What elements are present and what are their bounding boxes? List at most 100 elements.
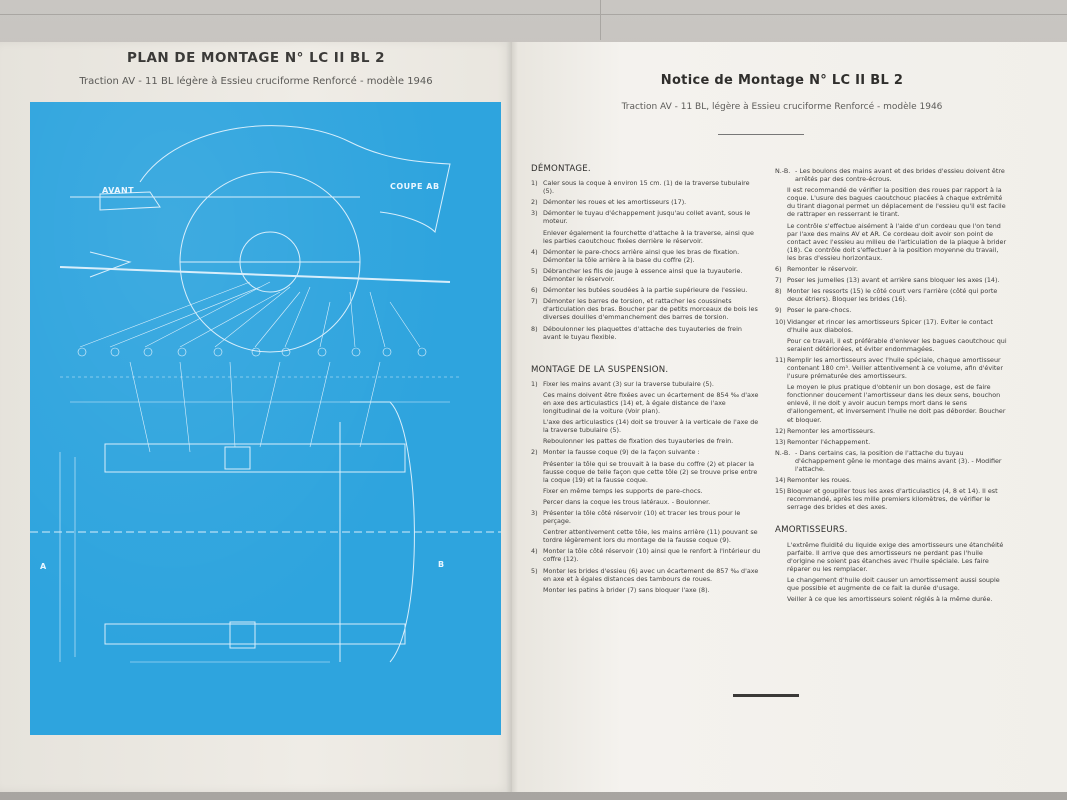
item-text: Démonter les barres de torsion, et ratta… <box>543 297 758 322</box>
item-text: Fixer les mains avant (3) sur la travers… <box>543 379 714 388</box>
label-avant: AVANT <box>102 186 135 195</box>
item-number <box>775 186 787 218</box>
title-rule <box>718 134 804 135</box>
item-number <box>531 498 543 506</box>
label-a: A <box>40 562 47 571</box>
item-number: 7) <box>775 276 782 285</box>
arm-left <box>89 251 132 278</box>
list-item: 13)Remonter l'échappement. <box>775 438 1007 446</box>
plan-title: PLAN DE MONTAGE N° LC II BL 2 <box>126 50 386 66</box>
list-item: 1) Fixer les mains avant (3) sur la trave… <box>531 380 761 388</box>
item-number: 7) <box>531 297 538 306</box>
item-number: N.-B. <box>775 448 791 457</box>
item-text: Remonter l'échappement. <box>787 437 871 446</box>
list-item: Le contrôle s'effectue aisément à l'aide… <box>775 222 1007 262</box>
item-text: - Les boulons des mains avant et des bri… <box>795 167 1005 184</box>
item-text: Fixer en même temps les supports de pare… <box>543 486 703 495</box>
list-item: 10)Vidanger et rincer les amortisseurs S… <box>775 318 1007 334</box>
list-item: 14)Remonter les roues. <box>775 476 1007 484</box>
item-number: 2) <box>531 198 538 207</box>
front-traverse-rect <box>104 443 406 473</box>
item-text: Le changement d'huile doit causer un amo… <box>787 575 1000 593</box>
list-item: Pour ce travail, il est préférable d'enl… <box>775 337 1007 353</box>
item-number: 1) <box>531 179 538 188</box>
list-item: 4)Démonter le pare-chocs arrière ainsi q… <box>531 248 761 264</box>
section-heading-amortisseurs: AMORTISSEURS. <box>775 525 848 536</box>
item-text: Remonter les roues. <box>787 476 852 485</box>
list-item: 15)Bloquer et goupiller tous les axes d'… <box>775 487 1007 511</box>
item-text: Monter les patins à brider (7) sans bloq… <box>543 585 710 594</box>
item-text: Caler sous la coque à environ 15 cm. (1)… <box>543 179 750 196</box>
item-number: 3) <box>531 509 538 517</box>
item-text: Présenter la tôle côté réservoir (10) et… <box>543 509 741 526</box>
rear-bracket <box>229 621 256 649</box>
item-text: Vidanger et rincer les amortisseurs Spic… <box>787 317 993 334</box>
list-item: 9)Poser le pare-chocs. <box>775 306 1007 314</box>
item-text: Monter la tôle côté réservoir (10) ainsi… <box>543 547 761 564</box>
item-number: 10) <box>775 317 786 326</box>
item-text: Le moyen le plus pratique d'obtenir un b… <box>787 383 1006 424</box>
item-number <box>775 595 787 603</box>
item-text: Monter la fausse coque (9) de la façon s… <box>543 448 700 457</box>
item-number: 5) <box>531 566 538 575</box>
item-number: 6) <box>531 286 538 295</box>
item-number: 12) <box>775 426 786 435</box>
section-heading-demontage: DÉMONTAGE. <box>531 164 591 174</box>
item-number: 8) <box>775 287 782 296</box>
list-item: Monter les patins à brider (7) sans bloq… <box>531 586 761 594</box>
item-number <box>531 418 543 434</box>
item-number: N.-B. <box>775 167 791 175</box>
suspension-bar <box>59 266 451 283</box>
list-item: 7)Poser les jumelles (13) avant et arriè… <box>775 276 1007 284</box>
item-text: Bloquer et goupiller tous les axes d'art… <box>787 487 998 512</box>
item-text: Démonter les butées soudées à la partie … <box>543 286 748 295</box>
item-number <box>531 437 543 445</box>
item-number <box>775 576 787 592</box>
list-item: N.-B. - Dans certains cas, la position de… <box>775 449 1007 473</box>
list-item: Enlever également la fourchette d'attach… <box>531 229 761 245</box>
list-item: Fixer en même temps les supports de pare… <box>531 487 761 495</box>
notice-subtitle: Traction AV - 11 BL, légère à Essieu cru… <box>621 102 943 112</box>
label-b: B <box>438 560 445 569</box>
list-item: 6) Démonter les butées soudées à la parti… <box>531 286 761 294</box>
item-number: 15) <box>775 487 786 496</box>
label-coupe-ab: COUPE AB <box>390 182 440 191</box>
item-number <box>775 541 787 573</box>
list-item: N.-B. - Les boulons des mains avant et de… <box>775 167 1007 183</box>
wall-joint-vertical <box>600 0 601 40</box>
list-item: Reboulonner les pattes de fixation des t… <box>531 437 761 445</box>
front-bracket <box>224 446 251 470</box>
item-text: Centrer attentivement cette tôle, les ma… <box>543 528 758 545</box>
right-page <box>512 42 1067 792</box>
list-item: 2) Démonter les roues et les amortisseurs… <box>531 198 761 206</box>
item-number: 2) <box>531 448 538 457</box>
item-text: Reboulonner les pattes de fixation des t… <box>543 437 734 446</box>
item-number <box>531 391 543 415</box>
blueprint-drawing: AVANT COUPE AB A B <box>30 102 501 735</box>
list-item: 8)Monter les ressorts (15) le côté court… <box>775 287 1007 303</box>
item-number: 1) <box>531 379 538 388</box>
item-text: Remplir les amortisseurs avec l'huile sp… <box>787 355 1003 381</box>
list-item: Il est recommandé de vérifier la positio… <box>775 186 1007 218</box>
item-text: - Dans certains cas, la position de l'at… <box>795 448 1002 473</box>
item-text: Démonter les roues et les amortisseurs (… <box>543 198 687 207</box>
section-heading-suspension: MONTAGE DE LA SUSPENSION. <box>531 364 669 375</box>
item-text: L'extrême fluidité du liquide exige des … <box>787 540 1004 573</box>
list-item: Percer dans la coque les trous latéraux.… <box>531 498 761 506</box>
list-item: 1) Caler sous la coque à environ 15 cm. (… <box>531 179 761 195</box>
item-text: Déboulonner les plaquettes d'attache des… <box>543 324 742 341</box>
plan-subtitle: Traction AV - 11 BL légère à Essieu cruc… <box>79 76 433 87</box>
list-item: Veiller à ce que les amortisseurs soient… <box>775 595 1007 603</box>
item-number: 11) <box>775 355 786 364</box>
item-number: 9) <box>775 306 782 315</box>
body-rear-curve <box>350 401 415 663</box>
blueprint-svg <box>30 125 501 663</box>
item-text: Démonter le tuyau d'échappement jusqu'au… <box>543 209 751 226</box>
list-item: 11)Remplir les amortisseurs avec l'huile… <box>775 356 1007 380</box>
list-item: Le changement d'huile doit causer un amo… <box>775 576 1007 592</box>
item-text: Le contrôle s'effectue aisément à l'aide… <box>787 221 1007 262</box>
leader-lines-mid <box>129 361 381 453</box>
list-item: Centrer attentivement cette tôle, les ma… <box>531 528 761 544</box>
list-item: L'axe des articulastics (14) doit se tro… <box>531 418 761 434</box>
item-text: Monter les brides d'essieu (6) avec un é… <box>543 566 759 583</box>
